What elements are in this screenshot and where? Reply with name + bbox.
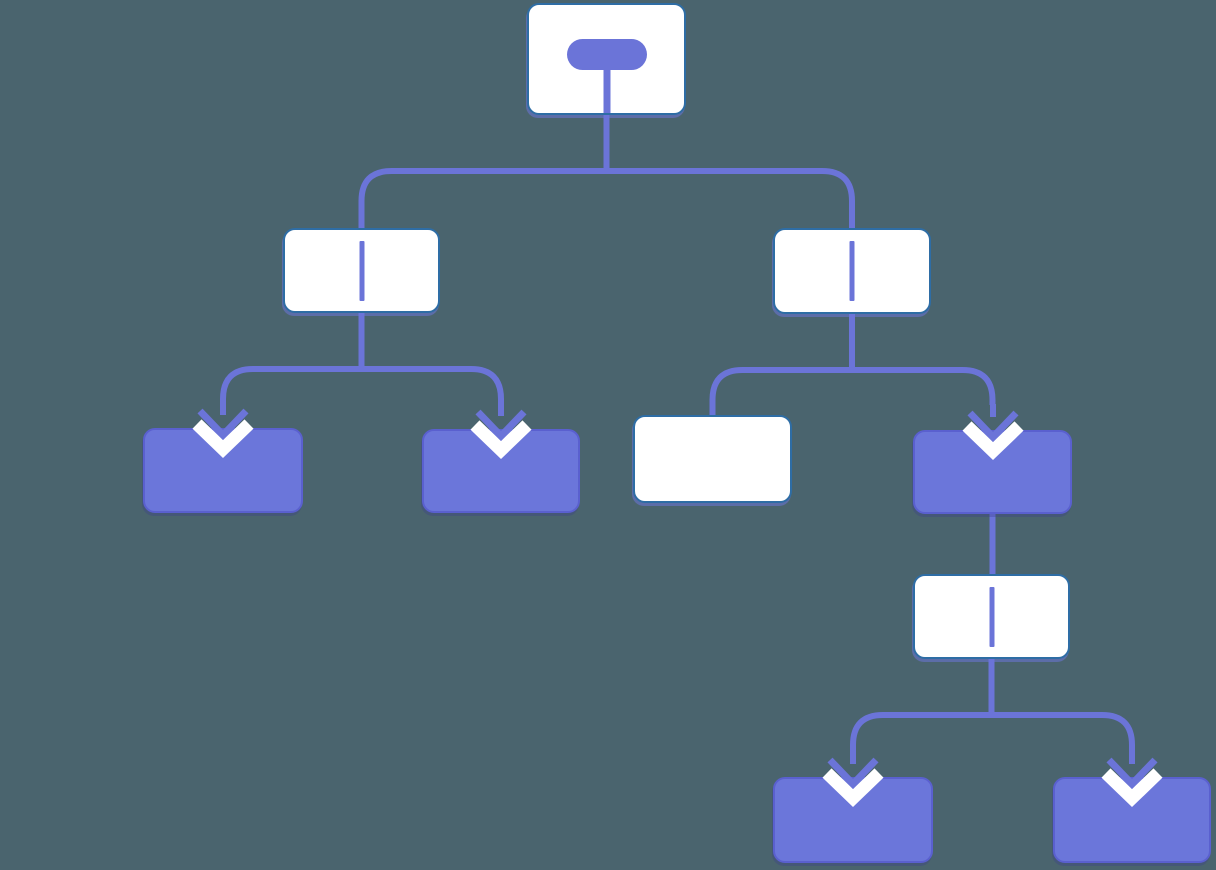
- root-pill-icon: [566, 39, 647, 70]
- collapse-chevron-icon[interactable]: [961, 404, 1025, 462]
- divider-line-icon: [359, 240, 364, 301]
- node-branch-lower[interactable]: [913, 574, 1070, 659]
- node-root[interactable]: [527, 3, 686, 115]
- connector-root-to-branch-right: [603, 115, 855, 231]
- connector-branch-lower-to-leaf-bottom-left: [850, 659, 995, 752]
- connector-root-to-branch-left: [358, 115, 610, 231]
- connector-branch-right-to-node-right-collapsed: [849, 314, 996, 405]
- node-branch-left[interactable]: [283, 228, 440, 313]
- connector-branch-left-to-leaf-left-2: [358, 313, 504, 404]
- node-branch-right[interactable]: [773, 228, 931, 314]
- collapse-chevron-icon[interactable]: [821, 751, 885, 809]
- connector-branch-lower-to-leaf-bottom-right: [988, 659, 1135, 752]
- root-stem-icon: [603, 68, 610, 113]
- collapse-chevron-icon[interactable]: [1100, 751, 1164, 809]
- connector-branch-right-to-leaf-right-white: [709, 314, 855, 418]
- node-leaf-left-2[interactable]: [422, 429, 580, 513]
- node-leaf-right-white[interactable]: [633, 415, 792, 503]
- collapse-chevron-icon[interactable]: [191, 402, 255, 460]
- divider-line-icon: [849, 241, 855, 301]
- connector-branch-left-to-leaf-left-1: [220, 313, 365, 403]
- collapse-chevron-icon[interactable]: [469, 403, 533, 461]
- divider-line-icon: [989, 586, 994, 647]
